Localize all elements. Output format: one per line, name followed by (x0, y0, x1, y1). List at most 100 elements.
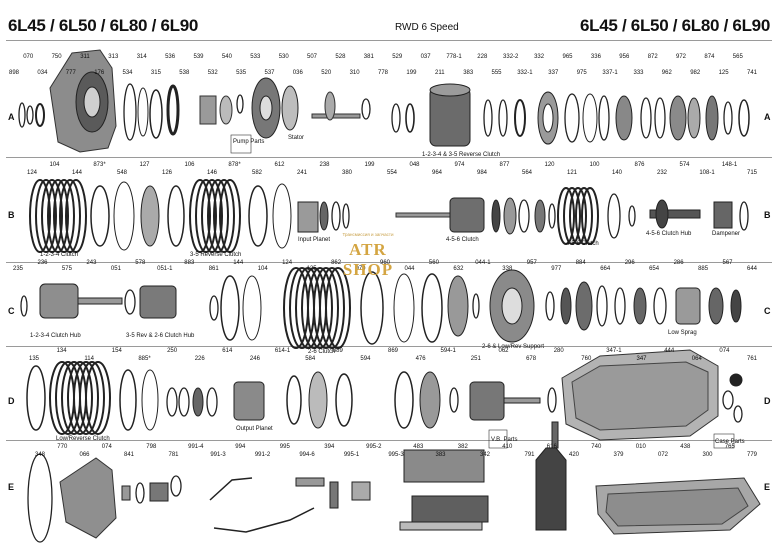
part-number-label: 994-6 (299, 452, 315, 458)
bearing-part (192, 387, 204, 417)
ring-part (394, 371, 414, 429)
part-number-label: 575 (62, 266, 73, 272)
stator-hub (259, 95, 273, 121)
caption-26-clutch: 2-6 Clutch (308, 349, 335, 355)
row-d-parts (26, 349, 743, 441)
row-label-d-right: D (764, 396, 771, 406)
part-number-label: 134 (57, 348, 68, 354)
ring-part (582, 93, 598, 143)
row-divider (6, 262, 772, 263)
caption-lowrev-clutch: Low/Reverse Clutch (56, 436, 110, 442)
part-number-label: 333 (633, 70, 644, 76)
part-number-label: 062 (498, 348, 509, 354)
ring-part (113, 181, 135, 251)
low-sprag-part (675, 287, 701, 325)
header: 6L45 / 6L50 / 6L80 / 6L90 RWD 6 Speed 6L… (0, 0, 778, 38)
ring-part (206, 387, 218, 417)
spring-part (447, 275, 469, 337)
part-number-label: 715 (747, 170, 758, 176)
ring-part (90, 185, 110, 247)
ring-part (119, 369, 137, 431)
watermark-subtitle: Трансмиссия и запчасти (342, 232, 394, 237)
ring-part (167, 185, 185, 247)
part-number-label: 228 (477, 54, 488, 60)
part-number-label: 770 (57, 444, 68, 450)
part-number-label: 507 (307, 54, 318, 60)
part-number-label: 226 (195, 356, 206, 362)
part-number-label: 241 (297, 170, 308, 176)
seal-part (733, 405, 743, 423)
caption-456-clutch-b: 4-5-6 Clutch (566, 241, 599, 247)
part-number-label: 379 (613, 452, 624, 458)
part-number-label: 251 (471, 356, 482, 362)
ring-part (628, 205, 636, 227)
pump-body-part (199, 95, 217, 125)
caption-dampener: Dampener (712, 231, 740, 237)
part-number-label: 883 (184, 260, 195, 266)
ring-part (393, 273, 415, 343)
clutch-plate-part (79, 361, 105, 435)
selector-part (329, 481, 339, 509)
part-number-label: 337 (548, 70, 559, 76)
ring-part (483, 99, 493, 137)
part-number-label: 574 (679, 162, 690, 168)
stator-shaft-part (311, 113, 361, 119)
ring-part (738, 99, 750, 137)
part-number-label: 654 (649, 266, 660, 272)
ring-part (607, 193, 621, 239)
caption-case-parts: Case Parts (715, 439, 745, 445)
oil-pan-inner (605, 487, 749, 527)
part-number-label: 380 (342, 170, 353, 176)
part-number-label: 034 (37, 70, 48, 76)
ring-part (640, 97, 652, 139)
models-title-left: 6L45 / 6L50 / 6L80 / 6L90 (8, 16, 199, 35)
ring-part (653, 287, 667, 325)
row-b-parts (29, 179, 749, 253)
part-number-label: 567 (722, 260, 733, 266)
part-number-label: 104 (49, 162, 60, 168)
ring-part (26, 365, 46, 431)
part-number-label: 750 (52, 54, 63, 60)
exploded-parts-diagram: 8980700347507773111763135343143155365385… (9, 49, 761, 543)
ring-part (491, 199, 501, 233)
input-shaft-part (395, 212, 451, 218)
watermark-title: ATR SHOP (342, 240, 394, 279)
part-number-label: 314 (137, 54, 148, 60)
separator-plate-part (399, 521, 483, 531)
part-number-label: 010 (636, 444, 647, 450)
clutch-plate-part (213, 179, 235, 253)
part-number-label: 965 (562, 54, 573, 60)
part-number-label: 644 (747, 266, 758, 272)
part-number-label: 199 (406, 70, 417, 76)
reverse-clutch-housing-part (429, 87, 471, 147)
ring-part (137, 87, 149, 137)
ring-part (361, 98, 371, 120)
part-number-label: 410 (502, 444, 513, 450)
valve-body-upper-part (403, 449, 485, 483)
part-number-label: 741 (747, 70, 758, 76)
clutch-456-housing-part (449, 197, 485, 233)
ring-part (166, 84, 180, 136)
part-number-label: 070 (23, 54, 34, 60)
clutch-plate-part (47, 179, 69, 253)
part-number-label: 125 (307, 266, 318, 272)
part-number-label: 211 (435, 70, 445, 76)
part-number-label: 781 (168, 452, 179, 458)
ring-part (166, 387, 178, 417)
ring-part (598, 95, 610, 141)
clutch-plate-part (53, 179, 75, 253)
part-number-label: 960 (380, 260, 391, 266)
part-number-label: 889 (333, 348, 344, 354)
part-number-label: 037 (421, 54, 432, 60)
ring-part (135, 482, 145, 504)
part-number-label: 064 (692, 356, 703, 362)
part-number-label: 044-1 (475, 260, 491, 266)
ring-part (547, 387, 557, 413)
ring-gear-part (419, 371, 441, 429)
clutch-plate-part (35, 179, 57, 253)
case-parts-box (713, 433, 735, 449)
part-number-label: 777 (66, 70, 77, 76)
ring-part (220, 275, 240, 341)
row-label-e: E (8, 482, 15, 492)
caption-vb-parts: V.B. Parts (491, 437, 517, 443)
